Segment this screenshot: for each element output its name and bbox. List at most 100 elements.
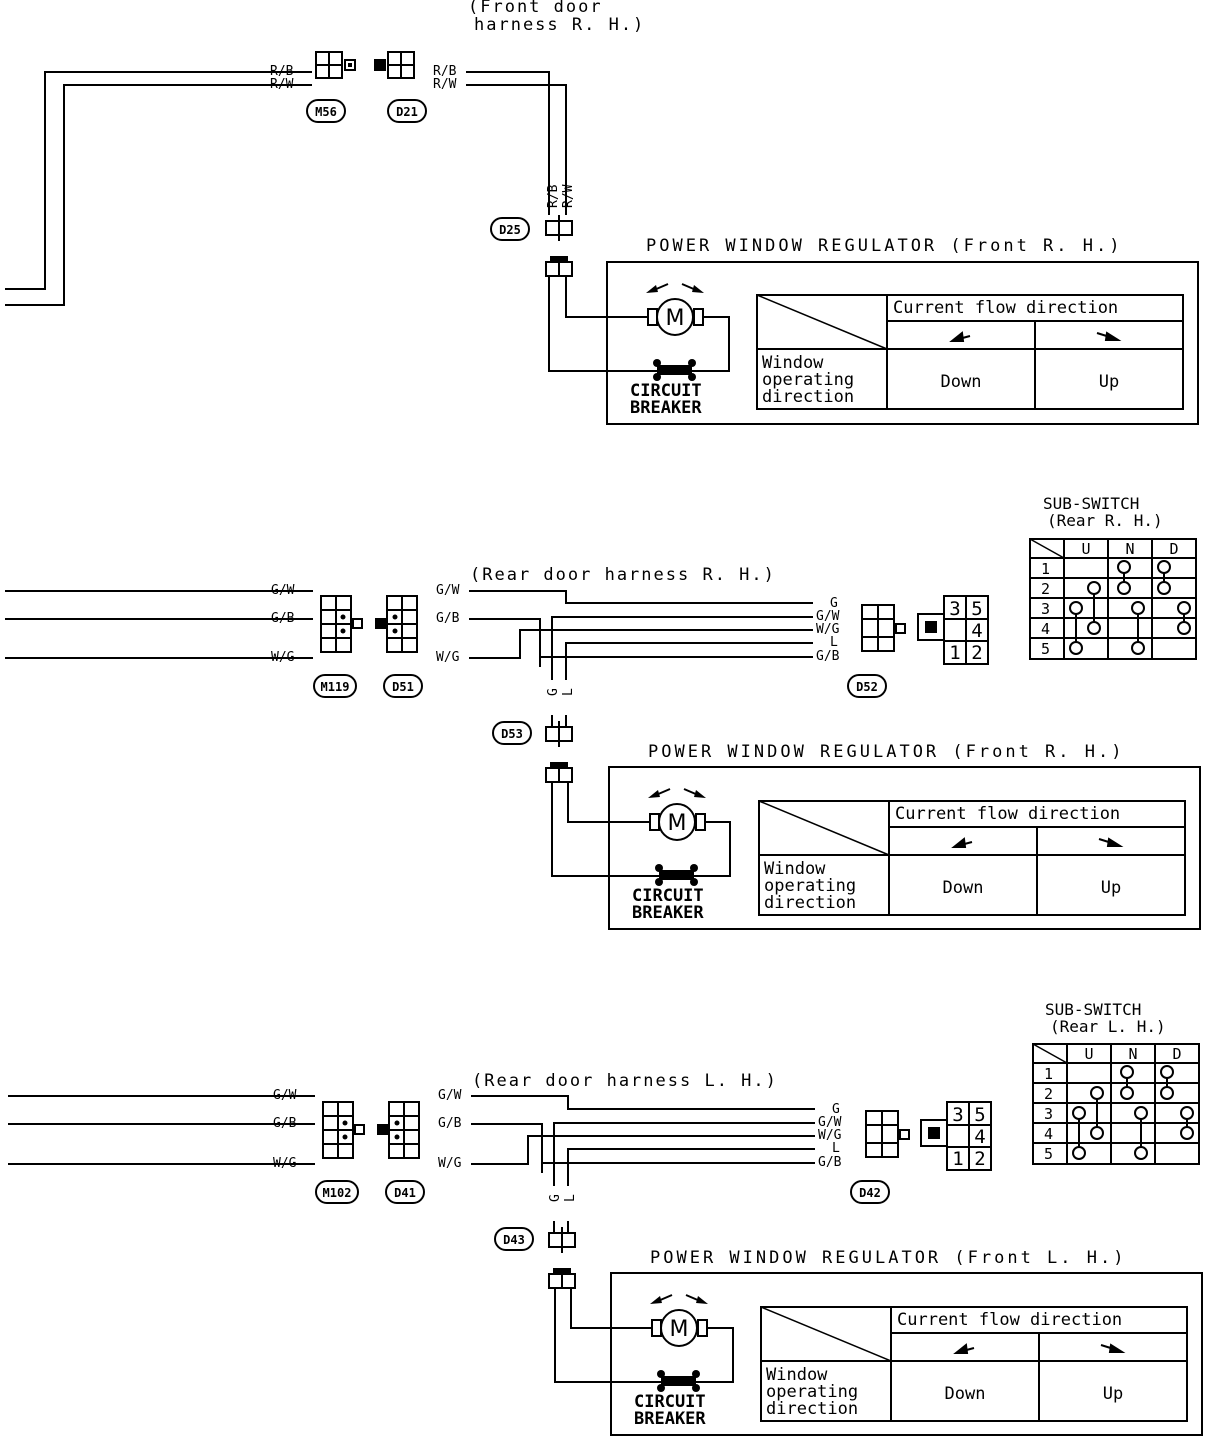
sub-switch-row: 3 <box>1041 600 1050 618</box>
wire-label: W/G <box>816 622 840 637</box>
connector-m119-id: M119 <box>313 674 357 698</box>
circuit-breaker-icon <box>655 864 698 886</box>
rear-door-harness-label: (Rear door harness L. H.) <box>472 1071 778 1091</box>
return-wire <box>688 316 730 372</box>
pin-label: 3 <box>952 1104 963 1126</box>
circuit-breaker-label-2: BREAKER <box>632 903 704 923</box>
connector-m102 <box>322 1101 365 1159</box>
wire-label: G/W <box>273 1088 297 1103</box>
table-value-down: Down <box>941 372 982 392</box>
pin-label: 4 <box>971 620 982 642</box>
rear-door-harness-label: (Rear door harness R. H.) <box>470 565 776 585</box>
svg-text:M: M <box>666 306 685 331</box>
rotation-arrows-icon <box>650 1294 708 1304</box>
svg-text:D25: D25 <box>499 223 521 237</box>
section-rear-door-rh: SUB-SWITCH (Rear R. H.) (Rear door harne… <box>5 494 1201 930</box>
svg-text:D52: D52 <box>856 680 878 694</box>
regulator-frame <box>610 1272 1203 1436</box>
wire-label: L <box>830 635 838 650</box>
connector-d42 <box>865 1110 910 1158</box>
wire-label: W/G <box>818 1128 842 1143</box>
table-value-down: Down <box>945 1384 986 1404</box>
connector-d53 <box>545 715 573 783</box>
wire-g-run <box>551 616 813 680</box>
regulator-title: POWER WINDOW REGULATOR (Front R. H.) <box>646 236 1122 256</box>
wire-g-w-run <box>469 590 813 604</box>
current-flow-table <box>756 294 1184 410</box>
section-front-door-rh: (Front door harness R. H.) R/B R/W M56 <box>5 0 1199 425</box>
wire-label: G <box>832 1102 840 1117</box>
return-wire <box>690 821 731 877</box>
connector-d21-id: D21 <box>387 99 427 123</box>
wire-r-b-feed <box>5 71 312 290</box>
wire-l-run <box>565 642 813 680</box>
motor-icon: M <box>649 803 706 841</box>
connector-m56-id: M56 <box>306 99 346 123</box>
table-header: Current flow direction <box>895 804 1120 824</box>
circuit-breaker-icon <box>657 1370 700 1392</box>
wire-label-vertical: G <box>546 688 561 696</box>
wire-label-vertical: R/W <box>561 184 576 208</box>
return-wire <box>692 1327 734 1383</box>
circuit-breaker-label-1: CIRCUIT <box>634 1392 706 1412</box>
sub-switch-title-2: (Rear L. H.) <box>1050 1017 1166 1036</box>
table-row-label-1: Window <box>764 859 826 879</box>
sub-switch-row: 4 <box>1044 1125 1053 1143</box>
breaker-wire <box>551 782 662 877</box>
sub-switch-table <box>1032 1043 1200 1165</box>
wire-label: G/B <box>436 611 460 626</box>
wire-label: W/G <box>438 1156 462 1171</box>
sub-switch-row: 5 <box>1044 1145 1053 1163</box>
motor-wire <box>570 1288 652 1329</box>
connector-m56 <box>315 51 356 79</box>
connector-d42-id: D42 <box>850 1180 890 1204</box>
wire-label: R/W <box>270 77 294 92</box>
sub-switch-col: N <box>1128 1045 1137 1063</box>
wire-label-vertical: G <box>548 1194 563 1202</box>
connector-d51 <box>375 595 418 653</box>
wire-label: G <box>830 596 838 611</box>
table-value-up: Up <box>1101 878 1121 898</box>
connector-d52-id: D52 <box>847 674 887 698</box>
table-row-label-2: operating <box>762 370 854 390</box>
wire-label: R/B <box>270 64 294 79</box>
front-door-harness-label-line1: (Front door <box>468 0 603 17</box>
wire-label-vertical: L <box>563 1194 578 1202</box>
wire-r-w-door <box>466 84 567 215</box>
switch-pin-face <box>920 1101 992 1171</box>
table-value-up: Up <box>1103 1384 1123 1404</box>
sub-switch-col: U <box>1081 540 1090 558</box>
connector-d53-id: D53 <box>492 721 532 745</box>
sub-switch-col: D <box>1169 540 1178 558</box>
connector-d41-id: D41 <box>385 1180 425 1204</box>
wire-w-g-run <box>471 1135 815 1165</box>
table-header: Current flow direction <box>893 298 1118 318</box>
connector-d41 <box>377 1101 420 1159</box>
svg-text:D51: D51 <box>392 680 414 694</box>
wire-g-w-run <box>471 1095 815 1110</box>
table-row-label-2: operating <box>766 1382 858 1402</box>
table-row-label-2: operating <box>764 876 856 896</box>
pin-label: 1 <box>949 642 960 664</box>
svg-text:D53: D53 <box>501 727 523 741</box>
svg-text:D21: D21 <box>396 105 418 119</box>
table-row-label-3: direction <box>762 387 854 407</box>
connector-d51-id: D51 <box>383 674 423 698</box>
pin-label: 5 <box>974 1104 985 1126</box>
rotation-arrows-icon <box>646 283 704 293</box>
circuit-breaker-label-1: CIRCUIT <box>632 886 704 906</box>
svg-text:M: M <box>670 1317 689 1342</box>
wire-r-w-feed <box>5 84 312 306</box>
circuit-breaker-icon <box>653 359 696 381</box>
connector-d52 <box>861 604 906 652</box>
connector-d25-id: D25 <box>490 217 530 241</box>
breaker-wire <box>554 1288 664 1383</box>
connector-d43 <box>548 1221 576 1289</box>
circuit-breaker-label-2: BREAKER <box>634 1409 706 1429</box>
wire-label: G/W <box>438 1088 462 1103</box>
connector-d43-id: D43 <box>494 1227 534 1251</box>
connector-d25 <box>545 215 573 277</box>
pin-label: 2 <box>974 1148 985 1170</box>
wire-label: G/W <box>436 583 460 598</box>
